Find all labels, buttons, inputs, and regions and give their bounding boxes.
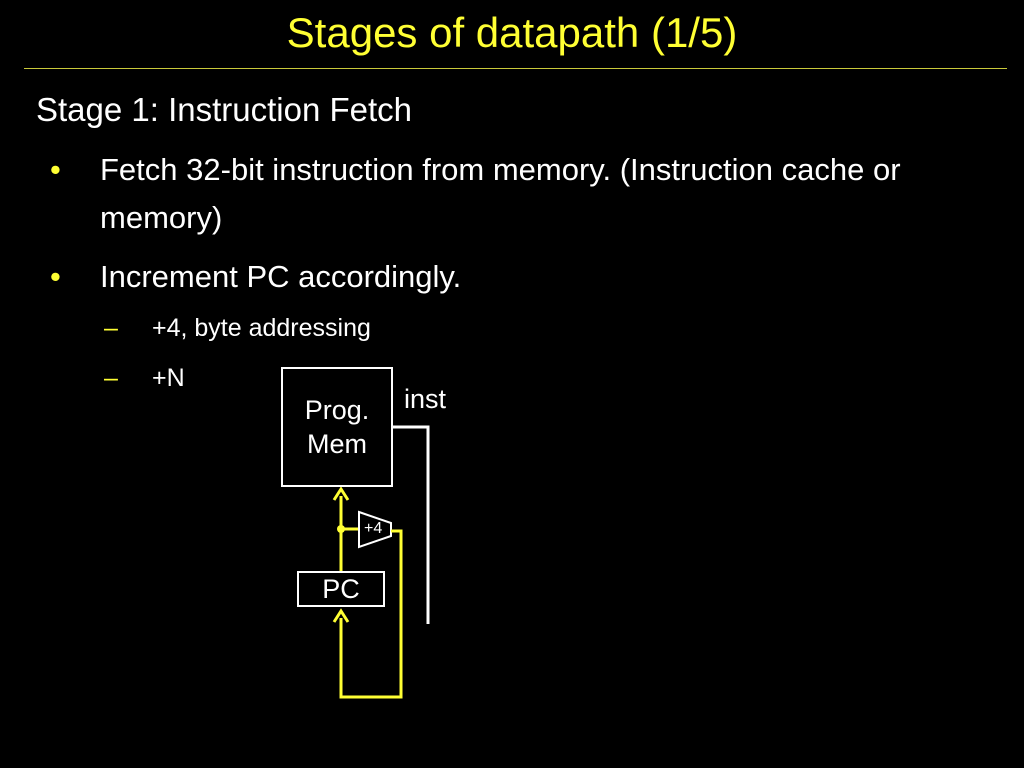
pc-to-mem-arrow — [332, 486, 350, 501]
program-memory-label-line1: Prog. — [304, 395, 370, 425]
sub-bullet-marker: – — [104, 314, 118, 342]
sub-bullet-marker: – — [104, 364, 118, 392]
adder-feedback-wire — [339, 529, 403, 699]
section-heading: Stage 1: Instruction Fetch — [36, 91, 413, 128]
title-divider — [24, 68, 1007, 69]
inst-label: inst — [404, 384, 447, 414]
sub-bullet-text: +4, byte addressing — [152, 314, 371, 342]
bullet-text: Increment PC accordingly. — [100, 259, 462, 294]
sub-bullet-plus-n: – +N — [104, 360, 185, 396]
bullet-marker: • — [50, 259, 61, 294]
adder-label: +4 — [364, 520, 383, 537]
sub-bullet-byte-addressing: – +4, byte addressing — [104, 310, 371, 346]
program-memory-block: Prog. Mem — [281, 367, 393, 487]
feedback-arrow — [332, 608, 350, 623]
sub-bullet-text: +N — [152, 364, 185, 392]
program-memory-label-line2: Mem — [307, 429, 367, 459]
bullet-text: Fetch 32-bit instruction from memory. (I… — [100, 152, 901, 235]
bullet-fetch: • Fetch 32-bit instruction from memory. … — [50, 146, 960, 242]
inst-output-wire — [393, 425, 430, 624]
bullet-increment-pc: • Increment PC accordingly. — [50, 253, 462, 301]
pc-register-block: PC — [297, 571, 385, 607]
adder-shape — [358, 510, 392, 549]
bullet-marker: • — [50, 152, 61, 187]
slide-title: Stages of datapath (1/5) — [286, 9, 738, 56]
